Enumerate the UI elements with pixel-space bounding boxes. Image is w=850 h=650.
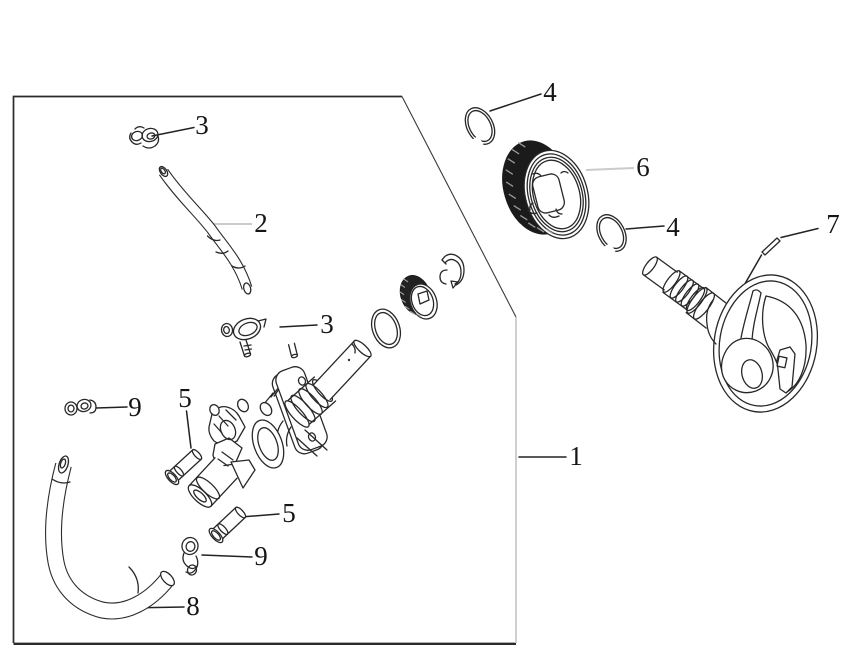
- svg-text:3: 3: [195, 110, 209, 140]
- svg-text:6: 6: [636, 152, 650, 182]
- svg-text:4: 4: [666, 212, 680, 242]
- svg-text:9: 9: [254, 541, 268, 571]
- svg-text:5: 5: [178, 383, 192, 413]
- svg-text:8: 8: [186, 591, 200, 621]
- svg-text:1: 1: [569, 441, 583, 471]
- svg-text:2: 2: [254, 208, 268, 238]
- svg-text:5: 5: [282, 498, 296, 528]
- svg-text:7: 7: [826, 209, 840, 239]
- svg-text:9: 9: [128, 392, 142, 422]
- svg-text:3: 3: [320, 309, 334, 339]
- svg-text:4: 4: [543, 77, 557, 107]
